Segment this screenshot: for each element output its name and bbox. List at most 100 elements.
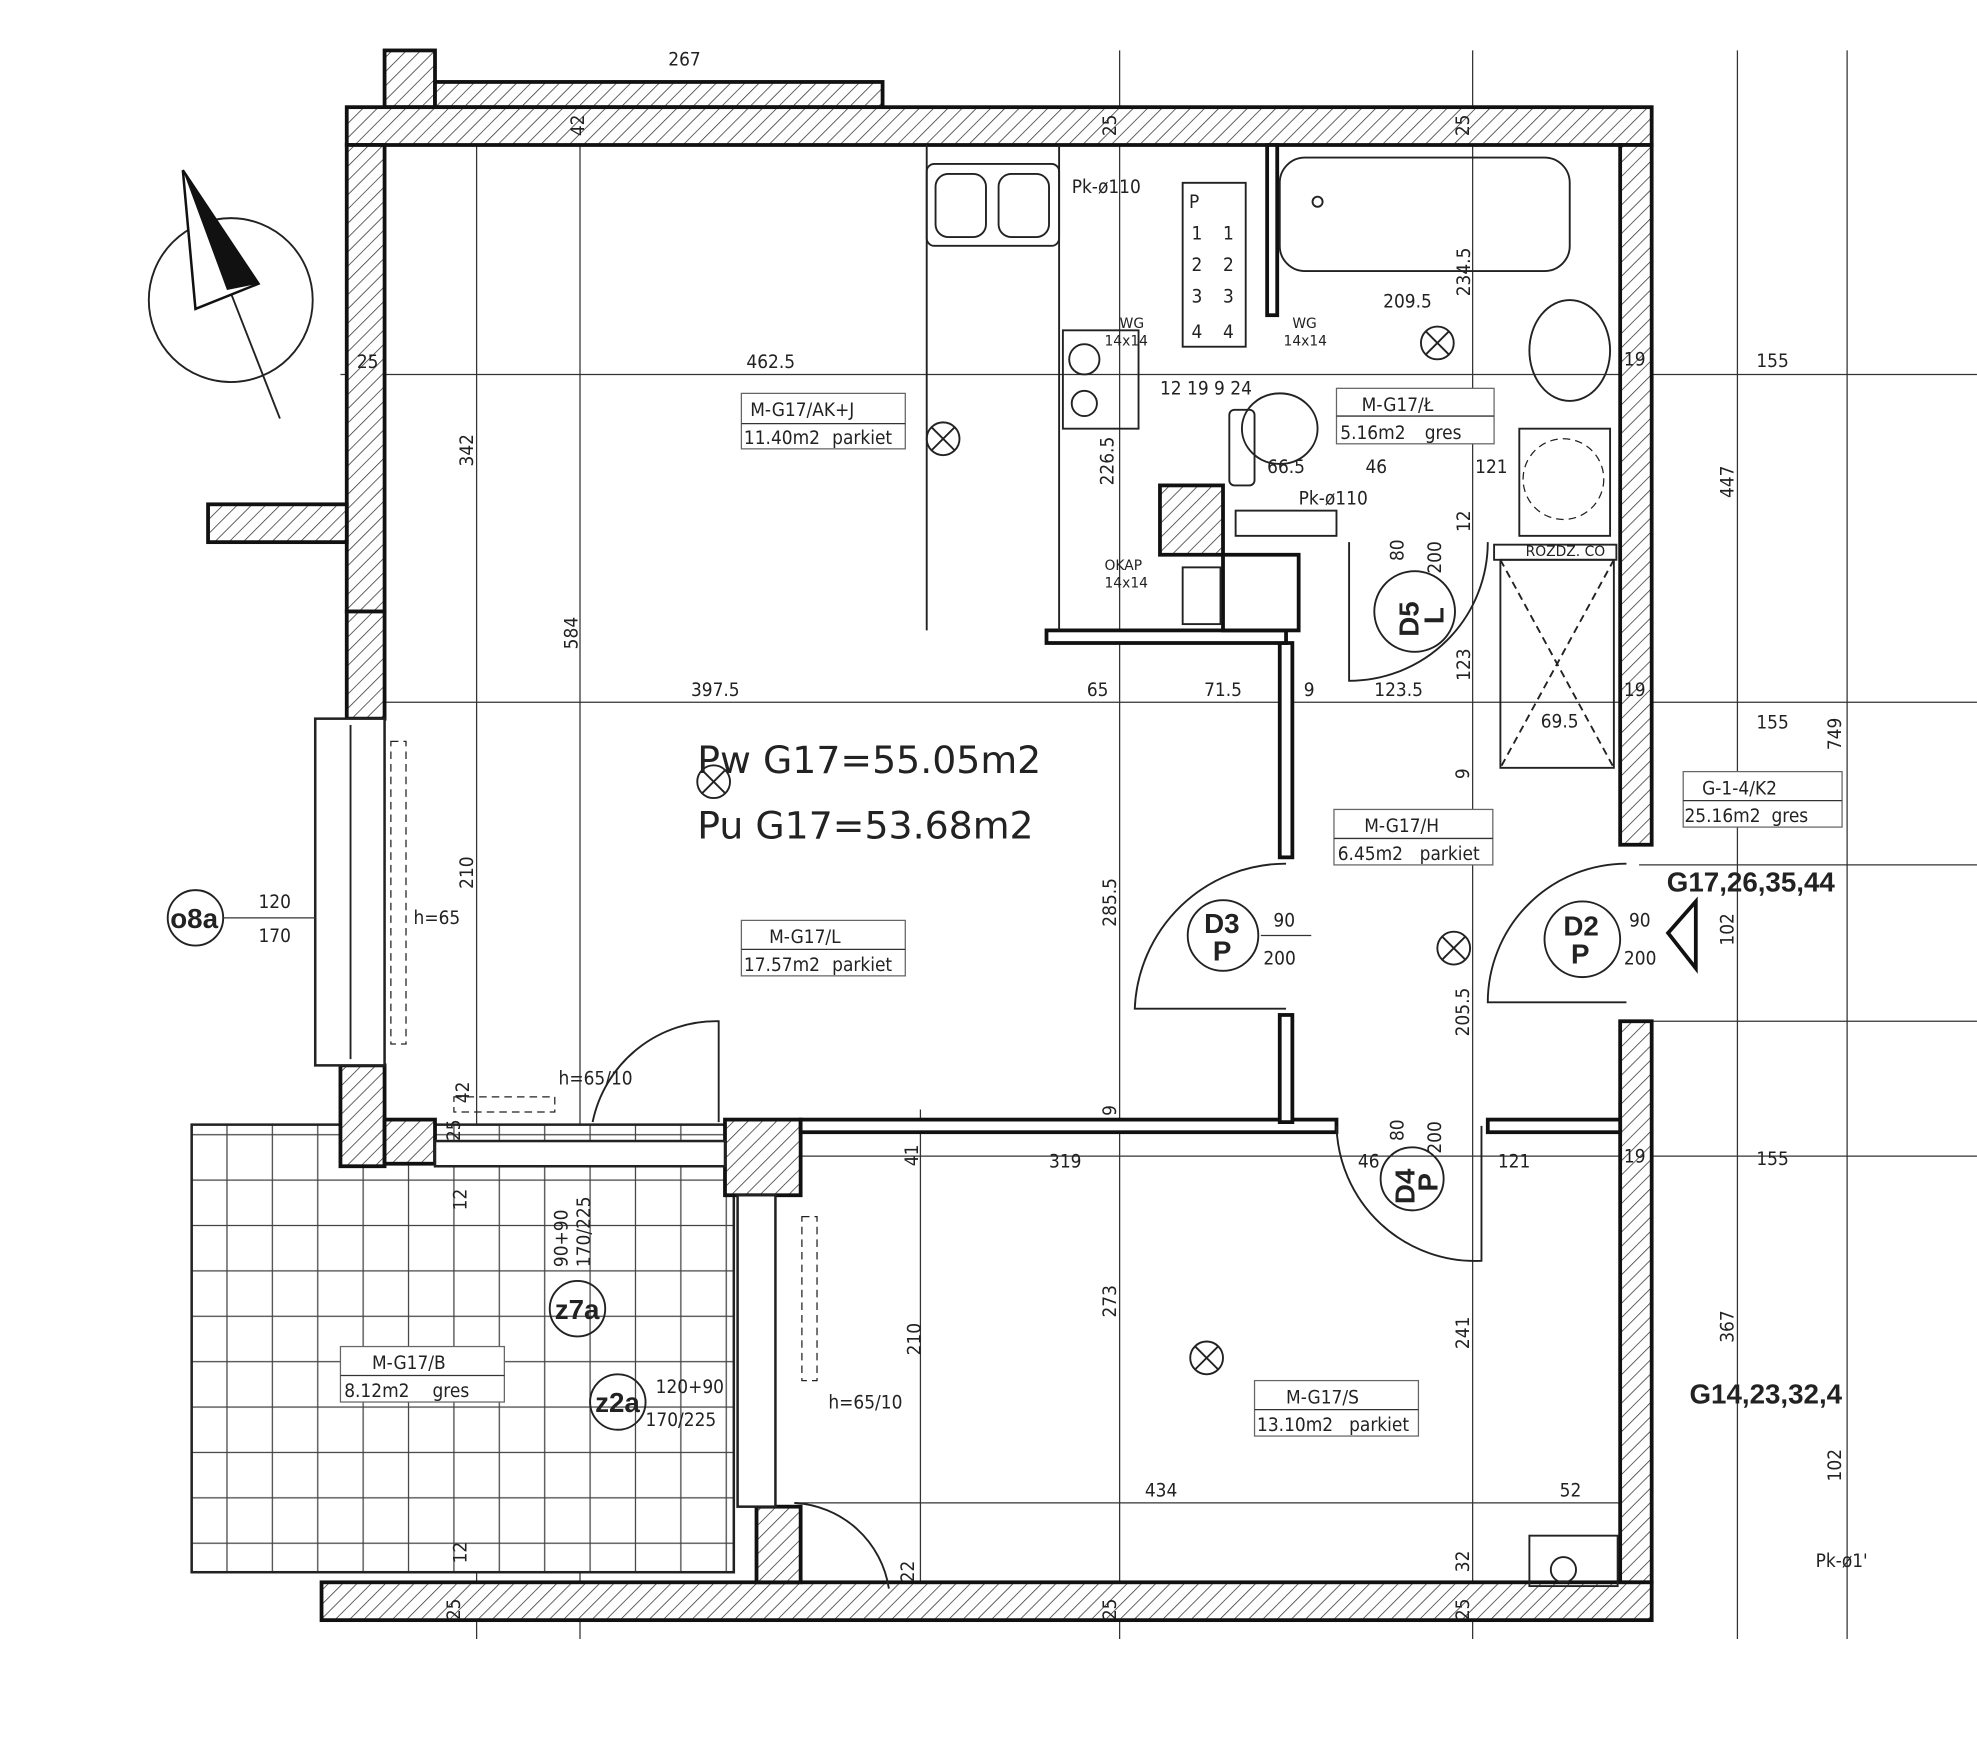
usable-area-pw: Pw G17=55.05m2 — [697, 738, 1041, 782]
dimension: 210 — [903, 1323, 925, 1355]
dimension: 342 — [456, 434, 478, 466]
room-area: 13.10m2 — [1257, 1414, 1333, 1436]
dimension: 52 — [1560, 1480, 1582, 1502]
door-swings — [591, 542, 1627, 1589]
door-height: 200 — [1424, 541, 1446, 573]
door-height: 200 — [1263, 948, 1295, 970]
shaft-label: 3 — [1191, 286, 1202, 308]
dimension: 25 — [357, 351, 379, 373]
room-label-kitchen: M-G17/AK+J 11.40m2 parkiet — [740, 392, 906, 450]
door-height: 200 — [1424, 1121, 1446, 1153]
unit-ref-below: G14,23,32,4 — [1690, 1378, 1843, 1409]
door-tag-d3: D3 P 90 200 — [1186, 899, 1312, 972]
shaft-label: 3 — [1223, 286, 1234, 308]
usable-area-pu: Pu G17=53.68m2 — [697, 803, 1033, 847]
unit-ref-current: G17,26,35,44 — [1667, 866, 1836, 897]
window-z7a — [433, 1096, 727, 1168]
dimension: 12 — [450, 1542, 472, 1564]
dimension: 32 — [1452, 1551, 1474, 1573]
shaft-label: P — [1189, 191, 1199, 213]
exterior-walls — [206, 48, 1654, 1623]
room-area: 6.45m2 — [1338, 843, 1403, 865]
door-id: D3 — [1204, 908, 1239, 939]
dimension: 462.5 — [746, 351, 795, 373]
dimension: 434 — [1145, 1480, 1177, 1502]
window-tag-o8a: o8a 120 170 h=65 — [166, 889, 460, 947]
window-tag-z2a: z2a 120+90 170/225 h=65/10 — [589, 1373, 902, 1431]
dimension: 41 — [901, 1145, 923, 1167]
window-width: 90+90 — [550, 1210, 572, 1268]
dimension: 210 — [456, 856, 478, 888]
dimension: 209.5 — [1383, 291, 1432, 313]
dimension: 273 — [1099, 1285, 1121, 1317]
door-side: L — [1419, 607, 1450, 624]
door-tag-d4: D4 P 80 200 — [1379, 1119, 1446, 1212]
room-floor: parkiet — [1420, 843, 1480, 865]
window-id: o8a — [170, 903, 218, 934]
door-height: 200 — [1624, 948, 1656, 970]
dimension: 25 — [1099, 115, 1121, 137]
dimension: 19 — [1624, 349, 1646, 371]
shaft-dims: 12 19 9 24 — [1160, 378, 1252, 400]
dimension: 25 — [443, 1119, 465, 1141]
shaft-label: 2 — [1223, 254, 1234, 276]
dimension: 71.5 — [1204, 679, 1242, 701]
room-floor: gres — [1425, 422, 1462, 444]
room-label-living: M-G17/L 17.57m2 parkiet — [740, 919, 906, 977]
window-sill: h=65/10 — [559, 1067, 633, 1089]
shaft-label: 1 — [1223, 223, 1234, 245]
room-floor: parkiet — [1349, 1414, 1409, 1436]
vent-size: 14x14 — [1104, 333, 1148, 349]
room-area: 25.16m2 — [1684, 805, 1760, 827]
dimension: 285.5 — [1099, 878, 1121, 927]
dimension: 9 — [1304, 679, 1315, 701]
shaft-label: 4 — [1191, 321, 1202, 343]
room-code: M-G17/AK+J — [750, 399, 854, 421]
bathroom-fixtures — [1228, 156, 1619, 1588]
room-label-bedroom: M-G17/S 13.10m2 parkiet — [1253, 1379, 1420, 1437]
room-area: 17.57m2 — [744, 954, 820, 976]
window-sill: h=65/10 — [828, 1391, 902, 1413]
dimension: 102 — [1717, 913, 1739, 945]
dimension: 397.5 — [691, 679, 740, 701]
kitchen-fixtures — [925, 144, 1247, 631]
distributor-label: ROZDZ. CO — [1526, 544, 1606, 560]
dimension: 319 — [1049, 1151, 1081, 1173]
pipe-label: Pk-ø110 — [1299, 487, 1368, 509]
door-tag-d5: D5 L 80 200 — [1373, 539, 1456, 653]
dimension: 69.5 — [1541, 710, 1579, 732]
dimension: 25 — [443, 1598, 465, 1620]
window-tag-z7a: z7a 90+90 170/225 h=65/10 — [548, 1067, 633, 1338]
dimension: 22 — [897, 1561, 919, 1583]
shaft-label: 2 — [1191, 254, 1202, 276]
room-code: M-G17/L — [769, 926, 841, 948]
dimension: 367 — [1717, 1310, 1739, 1342]
dimension: 25 — [1452, 1598, 1474, 1620]
dimension: 447 — [1717, 466, 1739, 498]
dimension: 9 — [1452, 768, 1474, 779]
dimension: 241 — [1452, 1317, 1474, 1349]
hood-size: 14x14 — [1104, 576, 1148, 592]
vent-label: WG — [1120, 316, 1144, 332]
dimension: 121 — [1498, 1151, 1530, 1173]
door-side: P — [1213, 936, 1232, 967]
room-floor: parkiet — [832, 954, 892, 976]
dimension: 205.5 — [1452, 988, 1474, 1037]
room-label-corridor: G-1-4/K2 25.16m2 gres — [1682, 770, 1843, 828]
room-floor: gres — [1771, 805, 1808, 827]
dimension: 155 — [1756, 712, 1788, 734]
annotations: Pk-ø110 Pk-ø110 Pk-ø1' WG 14x14 WG 14x14… — [1072, 176, 1868, 1572]
window-z2a — [736, 1193, 818, 1508]
dimension: 234.5 — [1453, 248, 1475, 297]
pipe-label: Pk-ø110 — [1072, 176, 1141, 198]
room-label-bathroom: M-G17/Ł 5.16m2 gres — [1335, 387, 1495, 445]
dimension: 155 — [1756, 350, 1788, 372]
dimension: 123.5 — [1374, 679, 1423, 701]
interior-walls — [798, 143, 1623, 1135]
room-area: 11.40m2 — [744, 427, 820, 449]
entrance-triangle-icon — [1665, 896, 1698, 974]
dimension: 42 — [567, 115, 589, 137]
light-fixtures — [696, 325, 1472, 1376]
door-width: 90 — [1629, 910, 1651, 932]
